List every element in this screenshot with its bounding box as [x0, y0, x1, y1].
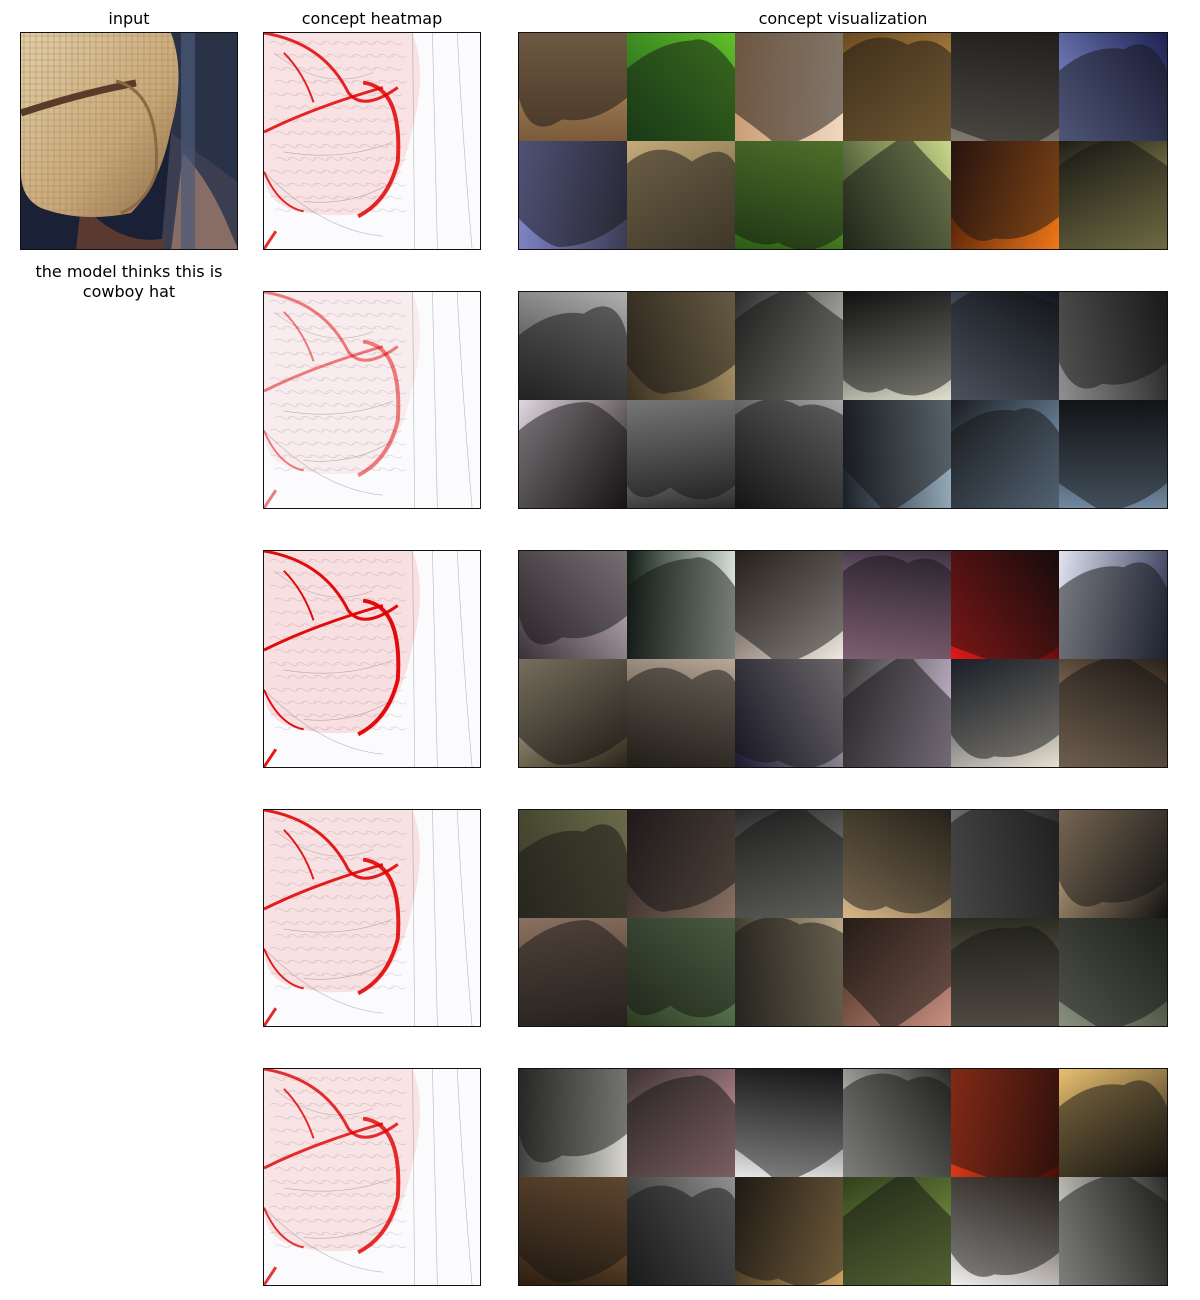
concept-tile [951, 292, 1059, 400]
concept-tile [519, 551, 627, 659]
concept-tile [735, 141, 843, 249]
concept-tile [951, 33, 1059, 141]
concept-tile [735, 292, 843, 400]
concept-grid [518, 809, 1168, 1027]
concept-tile [951, 1069, 1059, 1177]
concept-tile [843, 659, 951, 767]
concept-tile [1059, 551, 1167, 659]
concept-tile [735, 1177, 843, 1285]
concept-tile [951, 810, 1059, 918]
heatmap-panel [263, 550, 481, 768]
concept-tile [519, 141, 627, 249]
concept-tile [519, 659, 627, 767]
concept-tile [843, 33, 951, 141]
concept-tile [735, 33, 843, 141]
concept-tile [735, 551, 843, 659]
concept-tile [1059, 918, 1167, 1026]
concept-tile [627, 292, 735, 400]
concept-tile [1059, 292, 1167, 400]
concept-tile [951, 1177, 1059, 1285]
concept-tile [951, 659, 1059, 767]
concept-tile [951, 551, 1059, 659]
concept-tile [519, 1177, 627, 1285]
concept-tile [1059, 33, 1167, 141]
concept-tile [843, 141, 951, 249]
concept-tile [843, 551, 951, 659]
heatmap-panel [263, 32, 481, 250]
concept-tile [843, 400, 951, 508]
concept-tile [1059, 810, 1167, 918]
concept-tile [1059, 141, 1167, 249]
concept-tile [735, 400, 843, 508]
concept-tile [519, 810, 627, 918]
concept-tile [735, 918, 843, 1026]
concept-tile [843, 810, 951, 918]
input-image [20, 32, 238, 250]
concept-tile [843, 1177, 951, 1285]
concept-grid [518, 550, 1168, 768]
concept-tile [519, 292, 627, 400]
concept-grid [518, 291, 1168, 509]
concept-grid [518, 32, 1168, 250]
column-header-visualization: concept visualization [758, 9, 928, 28]
concept-tile [1059, 659, 1167, 767]
concept-tile [627, 918, 735, 1026]
concept-tile [843, 292, 951, 400]
concept-tile [1059, 400, 1167, 508]
concept-tile [627, 400, 735, 508]
concept-tile [627, 810, 735, 918]
prediction-caption: the model thinks this is cowboy hat [35, 262, 223, 301]
column-header-input: input [108, 9, 150, 28]
concept-tile [627, 1069, 735, 1177]
concept-tile [1059, 1069, 1167, 1177]
concept-tile [735, 659, 843, 767]
heatmap-panel [263, 1068, 481, 1286]
heatmap-panel [263, 291, 481, 509]
concept-tile [843, 1069, 951, 1177]
concept-tile [951, 918, 1059, 1026]
concept-tile [627, 141, 735, 249]
concept-tile [735, 810, 843, 918]
concept-tile [519, 33, 627, 141]
concept-tile [951, 141, 1059, 249]
concept-tile [519, 918, 627, 1026]
heatmap-panel [263, 809, 481, 1027]
concept-tile [627, 551, 735, 659]
concept-tile [951, 400, 1059, 508]
concept-tile [843, 918, 951, 1026]
concept-tile [627, 1177, 735, 1285]
concept-tile [627, 33, 735, 141]
column-header-heatmap: concept heatmap [301, 9, 443, 28]
concept-tile [627, 659, 735, 767]
concept-tile [519, 400, 627, 508]
concept-tile [735, 1069, 843, 1177]
concept-tile [519, 1069, 627, 1177]
concept-tile [1059, 1177, 1167, 1285]
concept-grid [518, 1068, 1168, 1286]
